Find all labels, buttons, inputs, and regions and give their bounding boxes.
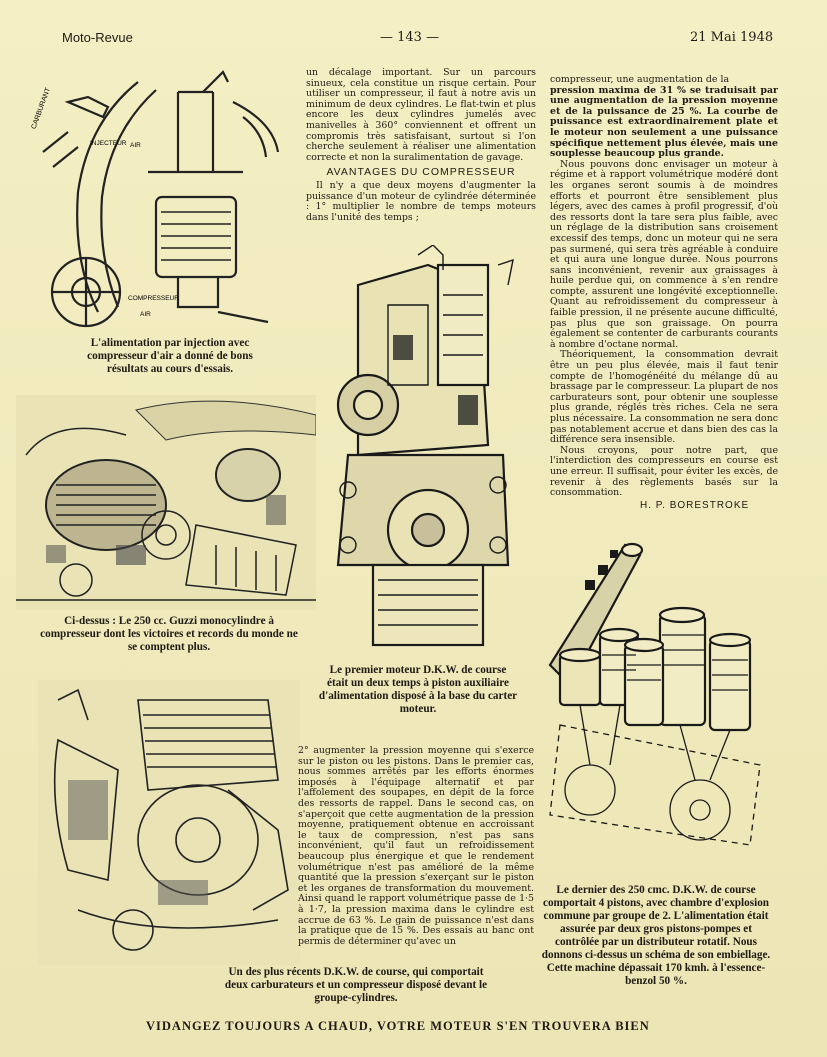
article-paragraph: Nous croyons, pour notre part, que l'int… bbox=[550, 444, 778, 499]
article-paragraph: un décalage important. Sur un parcours s… bbox=[306, 67, 536, 163]
article-column-1: un décalage important. Sur un parcours s… bbox=[306, 67, 536, 223]
caption-dkw-first: Le premier moteur D.K.W. de course était… bbox=[318, 664, 518, 715]
section-title: AVANTAGES DU COMPRESSEUR bbox=[326, 166, 516, 179]
article-paragraph-bold: pression maxima de 31 % se traduisait pa… bbox=[550, 84, 778, 160]
magazine-title: Moto-Revue bbox=[62, 30, 133, 45]
article-paragraph: 2° augmenter la pression moyenne qui s'e… bbox=[298, 745, 534, 947]
caption-injection: L'alimentation par injection avec compre… bbox=[87, 337, 253, 375]
author-signature: H. P. BORESTROKE bbox=[640, 500, 750, 511]
injection-diagram: CARBURANT INJECTEUR AIR COMPRESSEUR AIR bbox=[31, 70, 280, 328]
dkw-four-piston-drawing bbox=[548, 542, 761, 846]
caption-guzzi: Ci-dessus : Le 250 cc. Guzzi monocylindr… bbox=[40, 615, 298, 653]
diagram-label-air-bottom: AIR bbox=[140, 311, 151, 318]
page-number: — 143 — bbox=[380, 30, 440, 45]
diagram-label-compresseur: COMPRESSEUR bbox=[128, 295, 179, 302]
article-paragraph: Nous pouvons donc envisager un moteur à … bbox=[550, 158, 778, 350]
article-paragraph: compresseur, une augmentation de la bbox=[550, 74, 730, 85]
page-footer-slogan: VIDANGEZ TOUJOURS A CHAUD, VOTRE MOTEUR … bbox=[146, 1019, 650, 1033]
diagram-label-carburant: CARBURANT bbox=[31, 86, 53, 130]
dkw-recent-photo bbox=[38, 680, 300, 965]
guzzi-engine-photo bbox=[16, 395, 316, 610]
issue-date: 21 Mai 1948 bbox=[690, 30, 774, 45]
caption-dkw-four-piston: Le dernier des 250 cmc. D.K.W. de course… bbox=[541, 884, 771, 987]
diagram-label-injecteur: INJECTEUR bbox=[90, 140, 127, 147]
caption-dkw-recent: Un des plus récents D.K.W. de course, qu… bbox=[224, 966, 488, 1004]
article-paragraph: Théoriquement, la consommation devrait ê… bbox=[550, 349, 778, 446]
article-column-2: 2° augmenter la pression moyenne qui s'e… bbox=[298, 745, 534, 947]
diagram-label-air-top: AIR bbox=[130, 142, 141, 149]
article-paragraph: Il n'y a que deux moyens d'augmenter la … bbox=[306, 179, 536, 223]
article-column-3: compresseur, une augmentation de la pres… bbox=[550, 74, 778, 499]
dkw-first-engine-drawing bbox=[336, 245, 514, 647]
